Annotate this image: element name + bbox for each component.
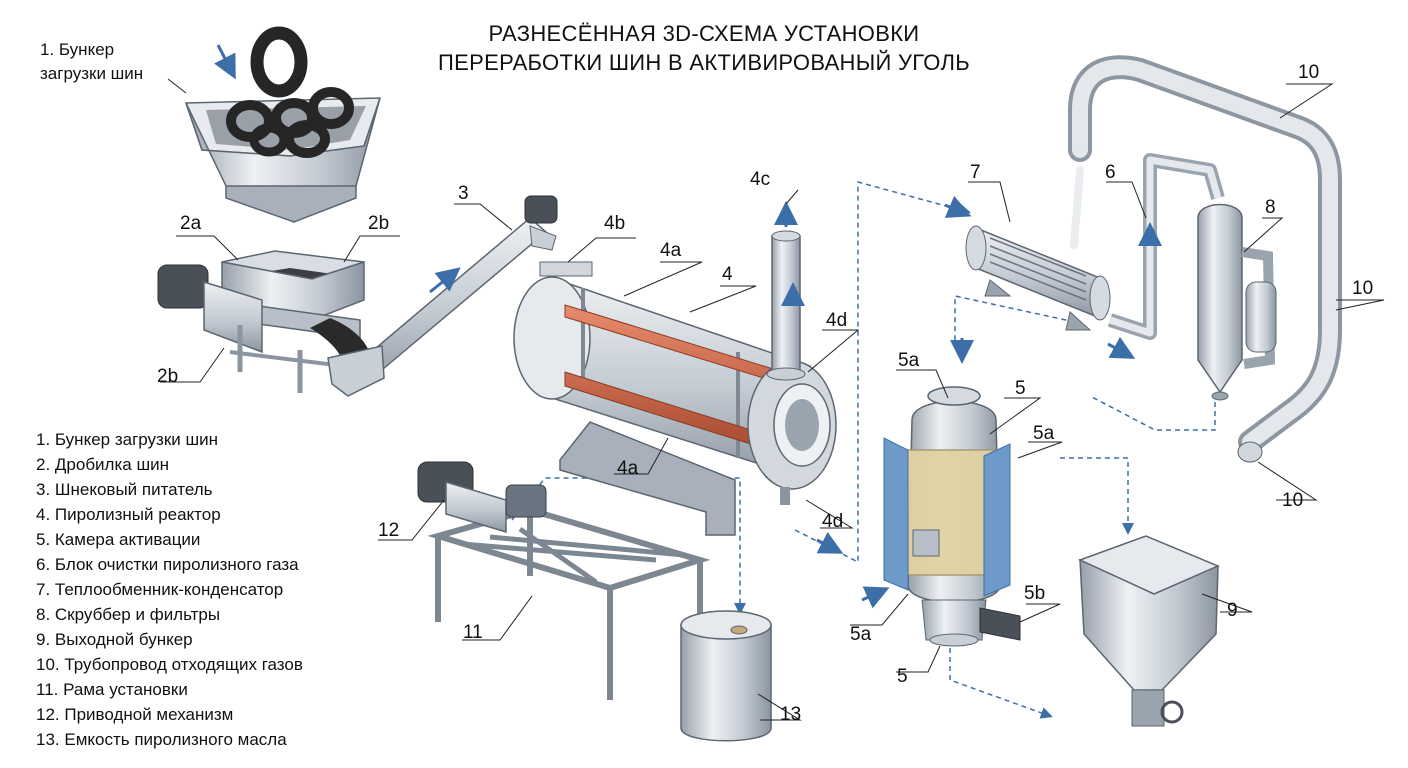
callout-5: 5 [1015,378,1026,399]
pipeline-outlet [1237,441,1263,463]
installation-frame [427,506,711,700]
callout-5: 5 [897,666,908,687]
hopper-note-line-1: 1. Бункер [40,40,115,59]
callout-11: 11 [463,622,483,643]
legend-item: 7. Теплообменник-конденсатор [36,580,284,599]
callout-7: 7 [970,162,981,183]
scrubber-and-filters [1197,203,1277,401]
legend-item: 8. Скруббер и фильтры [36,605,221,624]
legend-item: 2. Дробилка шин [36,455,169,474]
flow-arrow-icon [1107,336,1136,359]
legend-item: 9. Выходной бункер [36,630,193,649]
callout-12: 12 [378,520,400,541]
heat-exchanger-condenser [965,225,1111,331]
callout-5a: 5a [850,624,872,645]
legend-item: 4. Пиролизный реактор [36,505,221,524]
feed-arrow-icon [214,44,236,80]
callout-4a: 4a [660,240,682,261]
tires [226,26,354,158]
diagram-title-line-2: ПЕРЕРАБОТКИ ШИН В АКТИВИРОВАНЫЙ УГОЛЬ [438,50,970,75]
pyrolysis-oil-tank [680,610,772,742]
process-flow-lines [511,181,1216,719]
callout-3: 3 [458,183,469,204]
exhaust-gas-pipeline [1068,55,1342,454]
legend-item: 6. Блок очистки пиролизного газа [36,555,299,574]
callout-2b: 2b [368,213,390,234]
callout-5a: 5a [898,350,920,371]
legend-item: 3. Шнековый питатель [36,480,213,499]
callout-13: 13 [780,704,802,725]
gas-inlet-arrow-icon [861,586,890,609]
callout-leaders [160,78,1385,721]
flow-arrow-icon [816,532,844,554]
callout-2a: 2a [180,213,202,234]
drive-mechanism [417,461,547,534]
feed-arrow-icon [429,267,461,294]
callout-10: 10 [1282,490,1304,511]
callout-2b: 2b [157,366,179,387]
tire-shredder [157,250,372,393]
flow-arrow-icon [944,195,972,218]
legend-item: 10. Трубопровод отходящих газов [36,655,303,674]
callout-6: 6 [1105,162,1116,183]
legend-item: 13. Емкость пиролизного масла [36,730,287,749]
callout-4a: 4a [617,458,639,479]
legend-item: 11. Рама установки [36,680,188,699]
callout-5b: 5b [1024,583,1046,604]
callout-4d: 4d [826,310,848,331]
callout-10: 10 [1298,62,1320,83]
legend-item: 12. Приводной механизм [36,705,234,724]
callout-4d: 4d [822,511,844,532]
callout-9: 9 [1227,600,1238,621]
legend-item: 5. Камера активации [36,530,201,549]
callout-4c: 4c [750,169,771,190]
callout-4: 4 [722,264,733,285]
gas-cleaning-block [1107,153,1225,340]
activation-chamber [883,386,1021,647]
outlet-hopper [1078,535,1220,727]
callout-8: 8 [1265,197,1276,218]
screw-feeder [327,195,558,397]
callout-10: 10 [1352,278,1374,299]
callout-4b: 4b [604,213,626,234]
diagram-title-line-1: РАЗНЕСЁННАЯ 3D-СХЕМА УСТАНОВКИ [488,21,920,46]
callout-5a: 5a [1033,423,1055,444]
legend: 1. Бункер загрузки шин 2. Дробилка шин 3… [36,427,303,752]
hopper-note-line-2: загрузки шин [40,64,144,83]
pyrolysis-reactor [513,230,837,536]
legend-item: 1. Бункер загрузки шин [36,430,219,449]
